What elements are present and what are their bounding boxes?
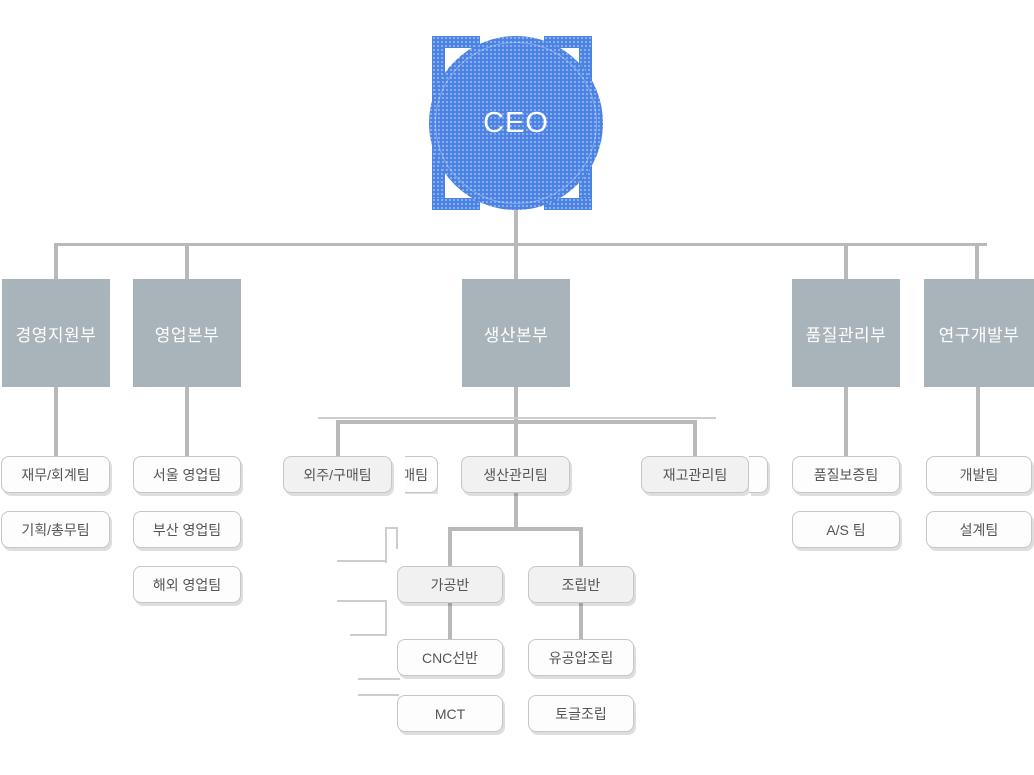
- team-label-dev: 개발팀: [959, 466, 999, 483]
- team-box-overseas: 해외 영업팀: [133, 566, 241, 603]
- dept-box-mgmt: 경영지원부: [2, 279, 110, 387]
- team-label-overseas: 해외 영업팀: [152, 576, 222, 593]
- artifact-line: [385, 600, 387, 636]
- ceo-inner-ring: [435, 42, 597, 204]
- connector-machining-v: [448, 603, 452, 639]
- connector-prod-v: [514, 387, 518, 424]
- dept-label-production: 생산본부: [483, 325, 549, 345]
- team-label-inventory: 재고관리팀: [662, 466, 728, 483]
- ceo-label: CEO: [483, 106, 549, 139]
- team-box-inventory: 재고관리팀: [641, 456, 749, 493]
- clipped-box-fragment-inner: 매팀: [405, 456, 438, 493]
- team-box-assembly: 조립반: [528, 566, 634, 603]
- team-box-busan: 부산 영업팀: [133, 511, 241, 548]
- connector-drop-machining: [448, 527, 452, 566]
- connector-main-horizontal: [54, 243, 987, 246]
- team-label-planning: 기획/총무팀: [21, 521, 90, 538]
- connector-sub-horizontal: [448, 527, 583, 531]
- artifact-line: [350, 634, 387, 636]
- team-label-design: 설계팀: [959, 521, 999, 538]
- team-box-toggle: 토글조립: [528, 695, 634, 732]
- ceo-bracket-left-top-arm: [432, 36, 480, 48]
- team-label-as: A/S 팀: [826, 521, 866, 538]
- clipped-fragment-label: 매팀: [405, 466, 428, 483]
- ceo-bracket-right-bottom-arm: [544, 198, 592, 210]
- dept-label-quality: 품질관리부: [805, 325, 887, 345]
- connector-sales-v: [185, 387, 189, 456]
- artifact-line: [396, 527, 398, 549]
- connector-stub-sales: [185, 243, 189, 279]
- connector-drop-prod-mgmt: [514, 420, 518, 456]
- connector-quality-v: [844, 387, 848, 456]
- team-box-seoul: 서울 영업팀: [133, 456, 241, 493]
- team-label-cnc: CNC선반: [421, 649, 479, 666]
- team-box-machining: 가공반: [397, 566, 503, 603]
- dept-label-rnd: 연구개발부: [938, 325, 1020, 345]
- clipped-box-fragment: 매팀: [405, 456, 438, 494]
- dept-box-sales: 영업본부: [133, 279, 241, 387]
- dept-label-sales: 영업본부: [154, 325, 220, 345]
- team-box-qa: 품질보증팀: [792, 456, 900, 493]
- connector-drop-inventory: [693, 420, 697, 456]
- connector-drop-outsourcing: [336, 420, 340, 456]
- artifact-line: [385, 527, 397, 529]
- connector-stub-quality: [844, 243, 848, 279]
- team-box-planning: 기획/총무팀: [1, 511, 110, 548]
- connector-prod-thin-horizontal: [318, 417, 716, 419]
- team-label-finance: 재무/회계팀: [21, 466, 90, 483]
- dept-label-mgmt: 경영지원부: [15, 325, 97, 345]
- team-box-hydraulic: 유공압조립: [528, 639, 634, 676]
- connector-drop-assembly: [579, 527, 583, 566]
- team-box-design: 설계팀: [926, 511, 1032, 548]
- team-label-seoul: 서울 영업팀: [152, 466, 222, 483]
- connector-mgmt-v: [54, 387, 58, 456]
- connector-rnd-v: [976, 387, 980, 456]
- ceo-node: CEO: [429, 36, 603, 210]
- connector-stub-rnd: [975, 243, 979, 279]
- connector-stub-mgmt: [54, 243, 58, 279]
- team-label-outsourcing: 외주/구매팀: [303, 466, 372, 483]
- artifact-line: [358, 678, 400, 680]
- connector-prodmgmt-v: [514, 493, 518, 529]
- connector-assembly-v: [579, 603, 583, 639]
- artifact-line: [337, 600, 387, 602]
- artifact-line: [385, 527, 387, 563]
- team-box-finance: 재무/회계팀: [1, 456, 110, 493]
- team-label-assembly: 조립반: [561, 576, 601, 593]
- clipped-box-corner-fragment: [749, 456, 768, 493]
- team-label-busan: 부산 영업팀: [152, 521, 222, 538]
- dept-box-production: 생산본부: [462, 279, 570, 387]
- team-box-as: A/S 팀: [792, 511, 900, 548]
- team-box-dev: 개발팀: [926, 456, 1032, 493]
- team-label-qa: 품질보증팀: [813, 466, 879, 483]
- team-box-prod-mgmt: 생산관리팀: [461, 456, 570, 493]
- team-box-cnc: CNC선반: [397, 639, 503, 676]
- artifact-line: [358, 694, 399, 696]
- dept-box-quality: 품질관리부: [792, 279, 900, 387]
- team-box-mct: MCT: [397, 695, 503, 732]
- team-label-prod-mgmt: 생산관리팀: [483, 466, 548, 483]
- dept-box-rnd: 연구개발부: [924, 279, 1034, 387]
- artifact-line: [337, 560, 387, 562]
- team-label-hydraulic: 유공압조립: [548, 649, 614, 666]
- team-label-machining: 가공반: [430, 576, 470, 593]
- ceo-bracket-left-bottom-arm: [432, 198, 480, 210]
- team-box-outsourcing: 외주/구매팀: [283, 456, 392, 493]
- team-label-toggle: 토글조립: [555, 705, 607, 722]
- team-label-mct: MCT: [434, 705, 466, 722]
